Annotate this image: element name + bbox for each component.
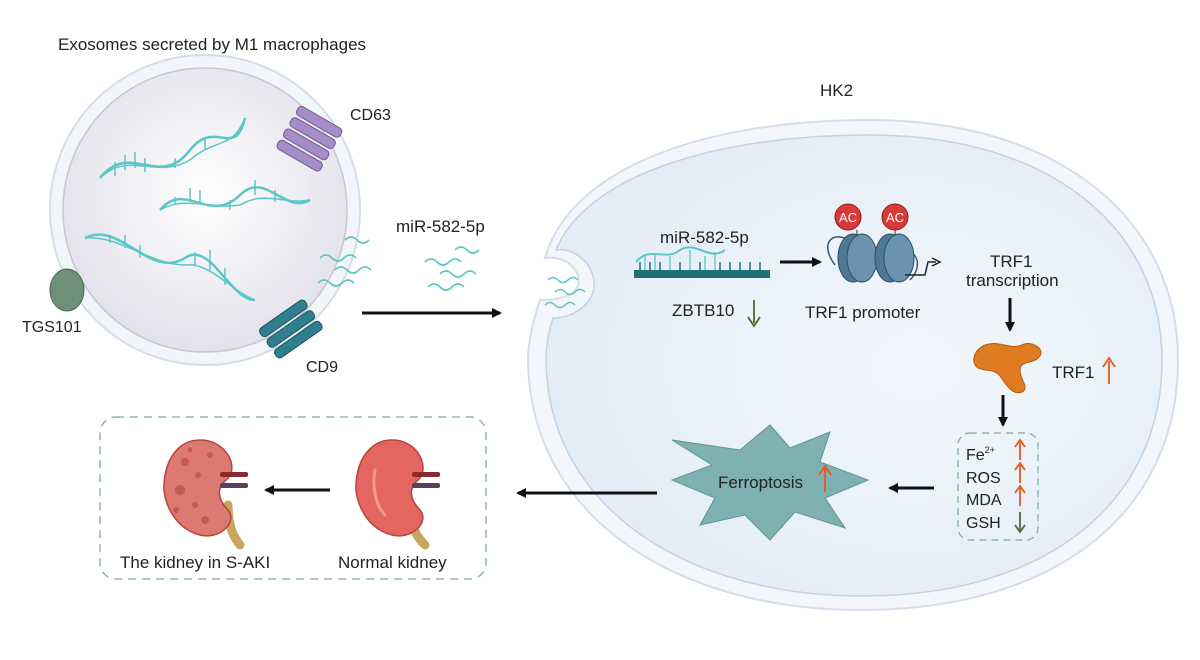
transcription-line-1: TRF1 bbox=[990, 252, 1033, 271]
rna-rungs bbox=[109, 138, 276, 285]
saki-kidney: The kidney in S-AKI bbox=[120, 439, 270, 572]
ac-mark-1 bbox=[834, 203, 862, 231]
normal-kidney-label: Normal kidney bbox=[338, 553, 447, 572]
ferroptosis-label: Ferroptosis bbox=[718, 473, 803, 492]
mirna-binding: miR-582-5p ZBTB10 bbox=[634, 228, 770, 328]
exosome-title: Exosomes secreted by M1 macrophages bbox=[58, 35, 366, 54]
marker-gsh: GSH bbox=[966, 515, 1001, 532]
transcription-line-2: transcription bbox=[966, 271, 1059, 290]
ferroptosis-burst: Ferroptosis bbox=[670, 424, 870, 541]
cd63-label: CD63 bbox=[350, 107, 391, 124]
transfer-small-rnas bbox=[424, 246, 480, 291]
transfer-mirna-label: miR-582-5p bbox=[396, 217, 485, 236]
ferroptosis-markers: Fe2+ ROS MDA GSH bbox=[957, 432, 1039, 541]
trf1-protein: TRF1 bbox=[973, 342, 1116, 394]
tgs101-marker: TGS101 bbox=[22, 268, 85, 336]
target-mrna-bar bbox=[634, 270, 770, 278]
tgs101-label: TGS101 bbox=[22, 319, 82, 336]
exosome-rna-strands bbox=[84, 117, 311, 302]
cd63-marker: CD63 bbox=[276, 105, 391, 172]
exosome-inner-membrane bbox=[62, 67, 348, 353]
exosome: Exosomes secreted by M1 macrophages bbox=[22, 35, 391, 376]
rna-strand-2b bbox=[159, 197, 311, 211]
marker-gsh-down-arrow bbox=[1014, 512, 1026, 534]
cell-mirna-label: miR-582-5p bbox=[660, 228, 749, 247]
ac-label-1: AC bbox=[839, 210, 857, 225]
cell-title: HK2 bbox=[820, 81, 853, 100]
trf1-promoter-nucleosomes: AC AC TRF1 promoter bbox=[805, 203, 942, 322]
cd9-label: CD9 bbox=[306, 359, 338, 376]
rna-strand-3b bbox=[84, 237, 256, 301]
hk2-cell: HK2 miR-582-5p Z bbox=[526, 81, 1180, 612]
marker-mda: MDA bbox=[966, 492, 1002, 509]
marker-ros: ROS bbox=[966, 470, 1001, 487]
exosome-small-rnas bbox=[317, 236, 372, 287]
marker-fe-superscript: 2+ bbox=[985, 445, 995, 455]
endocytosed-rnas bbox=[544, 276, 586, 309]
target-gene-label: ZBTB10 bbox=[672, 301, 734, 320]
ac-label-2: AC bbox=[886, 210, 904, 225]
marker-up-arrows bbox=[1014, 438, 1026, 506]
ferroptosis-up-arrow bbox=[818, 464, 832, 492]
ac-mark-2 bbox=[881, 203, 909, 231]
saki-kidney-label: The kidney in S-AKI bbox=[120, 553, 270, 572]
normal-kidney: Normal kidney bbox=[338, 439, 447, 572]
trf1-up-arrow bbox=[1102, 356, 1116, 384]
marker-fe: Fe2+ bbox=[966, 445, 995, 464]
promoter-label: TRF1 promoter bbox=[805, 303, 921, 322]
protein-label: TRF1 bbox=[1052, 363, 1095, 382]
zbtb10-down-arrow bbox=[747, 300, 761, 328]
kidney-panel: Normal kidney The kidney in S-AKI bbox=[99, 416, 487, 580]
cd9-marker: CD9 bbox=[259, 299, 338, 376]
